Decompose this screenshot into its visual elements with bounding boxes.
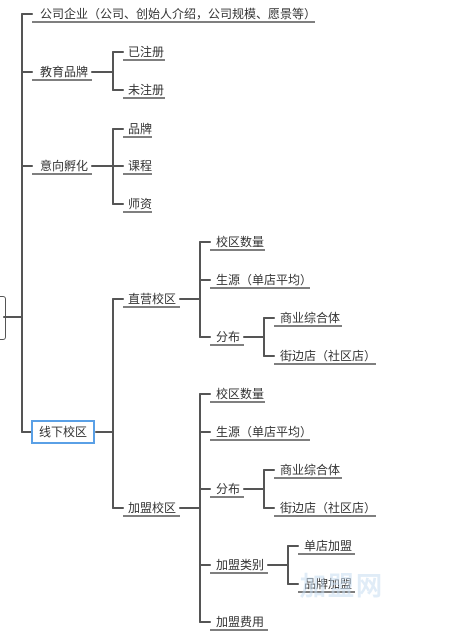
node-franchise-distribution[interactable]: 分布: [216, 482, 241, 496]
node-brand[interactable]: 品牌: [128, 122, 153, 136]
node-course[interactable]: 课程: [128, 159, 153, 173]
node-direct-mall[interactable]: 商业综合体: [280, 311, 341, 325]
node-incubation[interactable]: 意向孵化: [40, 159, 89, 173]
watermark-logo: 加盟网: [300, 572, 385, 602]
node-direct-street[interactable]: 街边店（社区店）: [280, 349, 377, 363]
node-direct[interactable]: 直营校区: [128, 292, 177, 306]
node-edu-brand[interactable]: 教育品牌: [40, 65, 89, 79]
node-offline-selected[interactable]: 线下校区: [31, 420, 96, 444]
node-franchise-street[interactable]: 街边店（社区店）: [280, 501, 377, 515]
node-franchise[interactable]: 加盟校区: [128, 501, 177, 515]
node-unregistered[interactable]: 未注册: [128, 83, 165, 97]
node-franchise-single[interactable]: 单店加盟: [304, 539, 353, 553]
node-teacher[interactable]: 师资: [128, 197, 153, 211]
node-franchise-fee[interactable]: 加盟费用: [216, 615, 265, 629]
node-franchise-count[interactable]: 校区数量: [216, 387, 265, 401]
node-direct-source[interactable]: 生源（单店平均）: [216, 273, 313, 287]
node-franchise-source[interactable]: 生源（单店平均）: [216, 425, 313, 439]
node-registered[interactable]: 已注册: [128, 45, 165, 59]
node-direct-distribution[interactable]: 分布: [216, 330, 241, 344]
node-direct-count[interactable]: 校区数量: [216, 235, 265, 249]
node-franchise-type[interactable]: 加盟类别: [216, 558, 265, 572]
node-franchise-brand[interactable]: 品牌加盟: [304, 577, 353, 591]
node-franchise-mall[interactable]: 商业综合体: [280, 463, 341, 477]
node-company[interactable]: 公司企业（公司、创始人介绍，公司规模、愿景等）: [40, 7, 317, 21]
